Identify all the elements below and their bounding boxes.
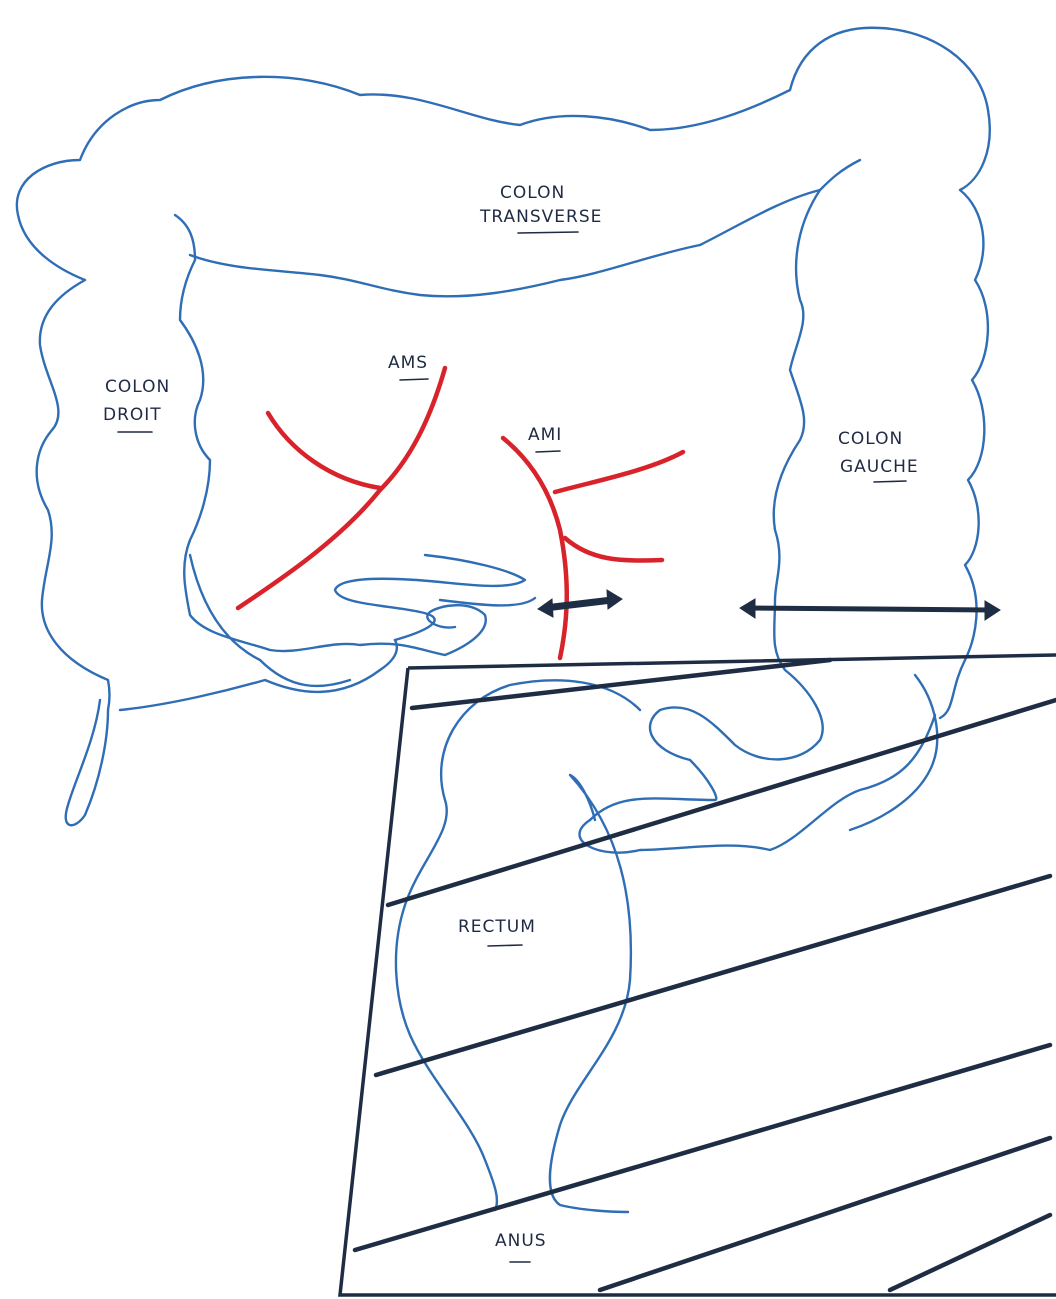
arrow-gauche-head-right — [985, 601, 1000, 620]
underline-ams — [400, 379, 428, 380]
arrow-gauche-head-left — [740, 599, 755, 618]
label-colon-droit-1: COLON — [105, 377, 170, 397]
ams-trunk — [238, 368, 445, 608]
label-colon-transverse-1: COLON — [500, 183, 565, 203]
ami-trunk — [503, 438, 567, 658]
arrow-ami-head-right — [607, 590, 622, 609]
label-ams: AMS — [388, 353, 428, 373]
hatch-line-5 — [600, 1138, 1050, 1290]
descending-inner-edge — [650, 190, 823, 760]
underline-rectum — [488, 945, 522, 946]
hatch-line-3 — [376, 876, 1050, 1075]
colon-lower-loop — [120, 640, 397, 710]
colon-outline — [17, 28, 990, 1212]
ami-branch-upper — [555, 452, 683, 492]
label-colon-droit-2: DROIT — [103, 405, 162, 425]
small-intestine — [335, 555, 525, 640]
colon-inner-contour — [175, 215, 486, 655]
underline-ami — [536, 451, 560, 452]
arrows — [538, 590, 1000, 620]
colon-right-bend — [190, 555, 350, 686]
transverse-lower-edge — [190, 160, 860, 296]
underline-gauche — [874, 481, 906, 482]
arrow-ami-head-left — [538, 599, 553, 617]
arrow-gauche-line — [748, 608, 990, 610]
hatch-line-2 — [388, 700, 1056, 905]
colon-outer-contour — [17, 28, 990, 825]
ami-branch-lower — [565, 538, 662, 561]
label-colon-gauche-1: COLON — [838, 429, 903, 449]
arrow-ami-line — [545, 600, 612, 608]
hatched-region — [340, 655, 1056, 1295]
label-anus: ANUS — [495, 1231, 547, 1251]
ams-branch — [268, 413, 380, 488]
sigmoid-loop-b — [850, 675, 937, 830]
hatch-frame — [340, 655, 1056, 1295]
arteries — [238, 368, 683, 658]
label-colon-transverse-2: TRANSVERSE — [479, 207, 602, 227]
underline-transverse — [518, 232, 578, 233]
label-colon-gauche-2: GAUCHE — [840, 457, 919, 477]
hatch-line-4 — [355, 1045, 1050, 1250]
label-rectum: RECTUM — [458, 917, 536, 937]
label-ami: AMI — [528, 425, 562, 445]
hatch-line-6 — [890, 1215, 1050, 1290]
